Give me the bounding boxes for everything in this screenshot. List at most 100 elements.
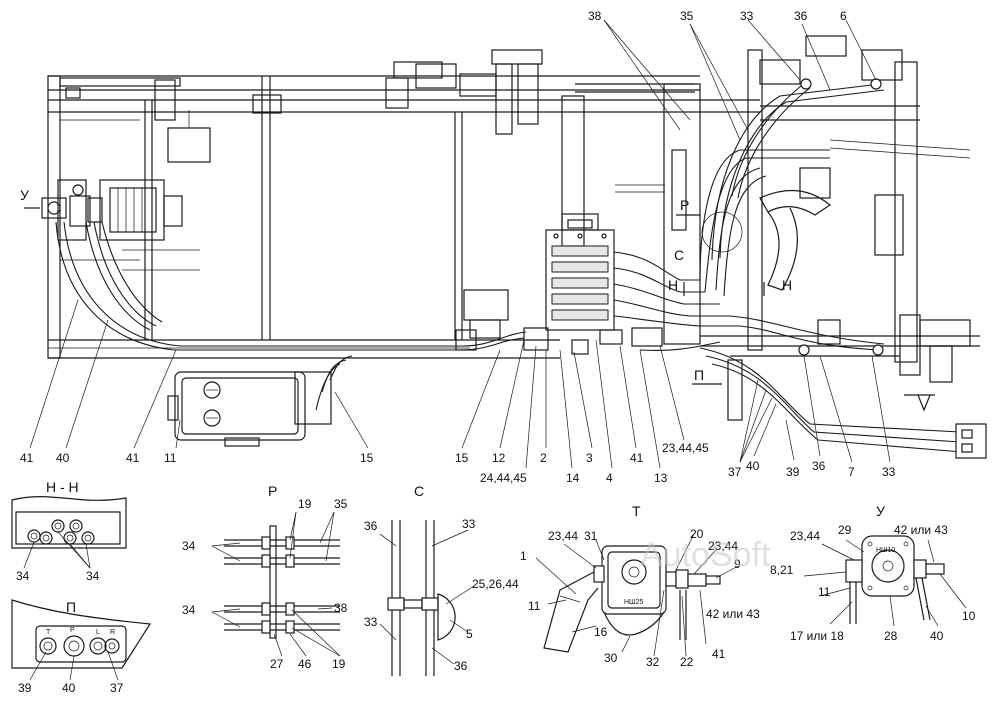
view-t-title: Т	[632, 503, 641, 519]
callout: 35	[334, 497, 348, 511]
hydraulic-tank	[167, 371, 332, 447]
callout: 34	[182, 603, 196, 617]
gearbox-pump-assembly	[41, 179, 183, 241]
view-t: Т НШ25 23,44 31 1 11 16 30 32 22	[520, 503, 760, 669]
section-p: П T P L R 39 40 37	[11, 599, 152, 695]
section-markers: У Р С Н Н П	[20, 187, 792, 385]
callout: 10	[962, 609, 976, 623]
callout: 33	[364, 615, 378, 629]
callout: 40	[62, 681, 76, 695]
section-nn-title: Н - Н	[46, 479, 79, 495]
view-marker-n-right: Н	[782, 277, 792, 293]
callout: 41	[712, 647, 726, 661]
callout: 24,44,45	[480, 471, 527, 485]
callout: 41	[20, 451, 34, 465]
port-letter-l: L	[96, 629, 100, 636]
callout: 37	[728, 465, 742, 479]
callout: 40	[930, 629, 944, 643]
view-r: Р 19 35 34 34 38 27 46 19	[182, 483, 348, 671]
callout: 36	[794, 9, 808, 23]
callout: 23,44	[548, 529, 578, 543]
callout: 19	[332, 657, 346, 671]
callout: 37	[110, 681, 124, 695]
callout: 36	[812, 459, 826, 473]
tractor-frame	[47, 35, 980, 421]
callout: 33	[740, 9, 754, 23]
callout: 41	[630, 451, 644, 465]
callout: 32	[646, 655, 660, 669]
callout: 38	[588, 9, 602, 23]
callout: 12	[492, 451, 506, 465]
view-marker-r: Р	[680, 197, 689, 213]
view-u-title: У	[876, 503, 885, 519]
callout: 27	[270, 657, 284, 671]
view-marker-p: П	[694, 367, 704, 383]
callout: 33	[882, 465, 896, 479]
view-r-title: Р	[268, 483, 277, 499]
callout: 11	[164, 451, 177, 465]
callout: 23,44,45	[662, 441, 709, 455]
callout: 33	[462, 517, 476, 531]
callout: 20	[690, 527, 704, 541]
callout: 19	[298, 497, 312, 511]
callout: 38	[334, 601, 348, 615]
section-nn: Н - Н 34 34	[11, 479, 127, 583]
main-callouts: 41 40 41 11 15 15 12 24,44,45 2 14 3 4 4…	[20, 9, 896, 485]
callout: 35	[680, 9, 694, 23]
callout: 8,21	[770, 563, 794, 577]
callout: 9	[734, 557, 741, 571]
callout: 40	[56, 451, 70, 465]
callout: 36	[454, 659, 468, 673]
view-marker-u: У	[20, 187, 29, 203]
callout: 6	[840, 9, 847, 23]
callout: 17 или 18	[790, 629, 844, 643]
callout: 23,44	[790, 529, 820, 543]
callout: 42 или 43	[706, 607, 760, 621]
callout: 29	[838, 523, 852, 537]
callout: 41	[126, 451, 140, 465]
callout: 34	[86, 569, 100, 583]
view-s-title: С	[414, 483, 424, 499]
callout: 40	[746, 459, 760, 473]
port-letter-r: R	[110, 629, 115, 636]
callout: 3	[586, 451, 593, 465]
callout: 7	[848, 465, 855, 479]
callout: 15	[455, 451, 469, 465]
callout: 34	[16, 569, 30, 583]
callout: 13	[654, 471, 668, 485]
callout: 34	[182, 539, 196, 553]
callout: 2	[540, 451, 547, 465]
callout: 39	[18, 681, 32, 695]
callout: 4	[606, 471, 613, 485]
view-u: У НШ10 23,44 29 42 или 43 8,21 11 17 или…	[770, 503, 976, 643]
watermark: AutoSoft	[640, 536, 771, 574]
callout: 1	[520, 549, 527, 563]
callout: 15	[360, 451, 374, 465]
callout: 46	[298, 657, 312, 671]
callout: 36	[364, 519, 378, 533]
callout: 42 или 43	[894, 523, 948, 537]
main-leaders	[29, 19, 891, 469]
callout: 11	[818, 585, 831, 599]
u-pump-label: НШ10	[876, 547, 895, 554]
callout: 39	[786, 465, 800, 479]
hose-bundles	[55, 78, 987, 459]
view-marker-s: С	[674, 247, 684, 263]
control-valve-block	[523, 213, 663, 355]
callout: 25,26,44	[472, 577, 519, 591]
view-marker-n-left: Н	[668, 277, 678, 293]
callout: 16	[594, 625, 608, 639]
callout: 11	[528, 599, 541, 613]
section-p-title: П	[66, 599, 76, 615]
t-pump-label: НШ25	[624, 599, 643, 606]
port-letter-t: T	[46, 629, 51, 636]
callout: 28	[884, 629, 898, 643]
callout: 30	[604, 651, 618, 665]
callout: 22	[680, 655, 694, 669]
callout: 5	[466, 627, 473, 641]
port-letter-p: P	[70, 627, 75, 634]
callout: 14	[566, 471, 580, 485]
view-s: С 36 33 25,26,44 33 5 36	[364, 483, 519, 676]
